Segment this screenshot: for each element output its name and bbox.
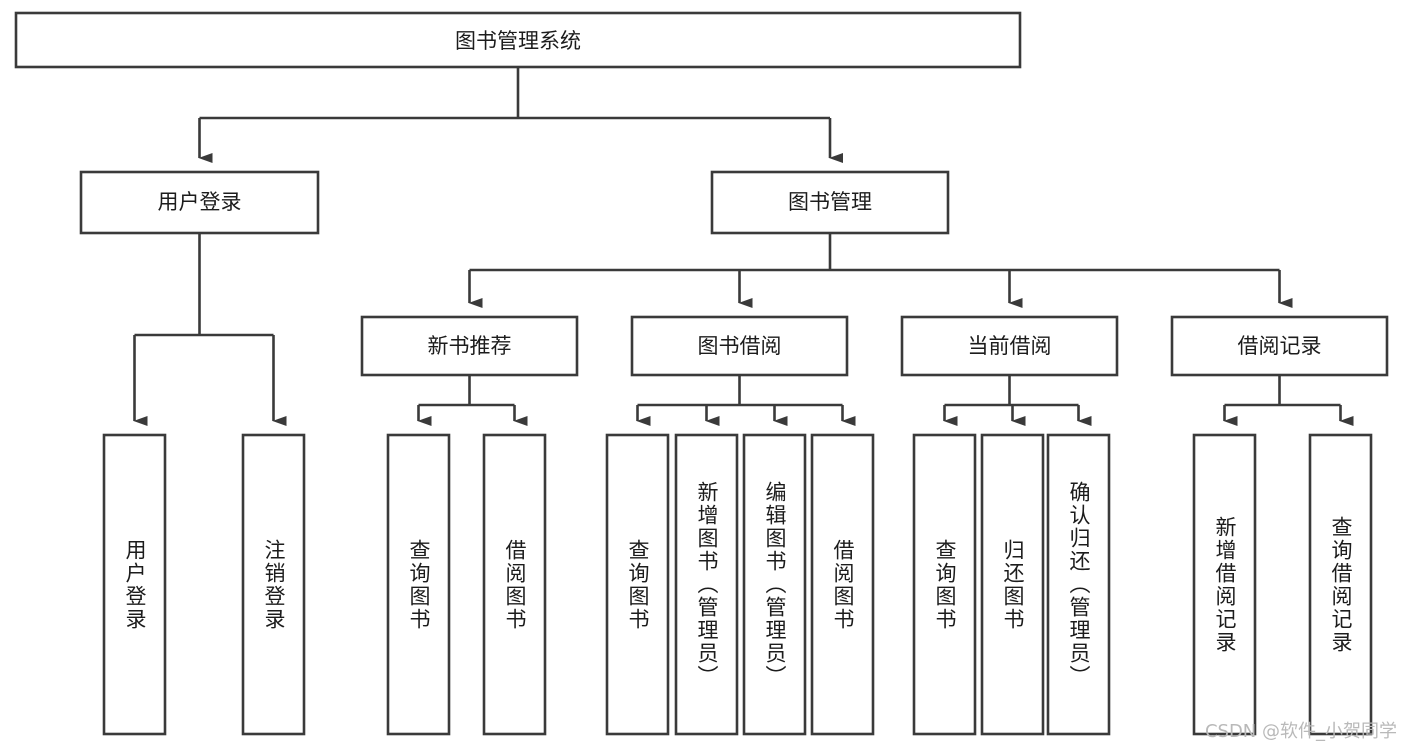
leaf-box-add-book[interactable] (674, 433, 739, 736)
leaf-boxes-layer (102, 433, 1373, 736)
node-root[interactable]: 图书管理系统 (14, 11, 1022, 69)
node-new-book-rec[interactable]: 新书推荐 (360, 315, 579, 377)
book-manage-label: 图书管理 (788, 190, 872, 214)
leaf-box-user-login[interactable] (102, 433, 167, 736)
current-borrow-label: 当前借阅 (968, 334, 1052, 358)
borrow-record-box[interactable] (1170, 315, 1389, 377)
user-login-label: 用户登录 (158, 190, 242, 214)
leaf-box-confirm-return[interactable] (1046, 433, 1111, 736)
node-book-borrow[interactable]: 图书借阅 (630, 315, 849, 377)
leaf-box-borrow-book-1[interactable] (482, 433, 547, 736)
leaf-box-edit-book[interactable] (742, 433, 807, 736)
leaf-box-query-record[interactable] (1308, 433, 1373, 736)
leaf-box-logout[interactable] (241, 433, 306, 736)
book-borrow-label: 图书借阅 (698, 334, 782, 358)
node-user-login[interactable]: 用户登录 (79, 170, 320, 235)
leaf-box-add-record[interactable] (1192, 433, 1257, 736)
new-book-rec-label: 新书推荐 (428, 334, 512, 358)
node-book-manage[interactable]: 图书管理 (710, 170, 950, 235)
connector-layer (133, 67, 1354, 426)
node-current-borrow[interactable]: 当前借阅 (900, 315, 1119, 377)
root-box[interactable] (14, 11, 1022, 69)
borrow-record-label: 借阅记录 (1238, 334, 1322, 358)
book-borrow-box[interactable] (630, 315, 849, 377)
leaf-box-return-book[interactable] (980, 433, 1045, 736)
new-book-rec-box[interactable] (360, 315, 579, 377)
root-label: 图书管理系统 (455, 29, 581, 53)
leaf-box-query-book-1[interactable] (386, 433, 451, 736)
leaf-box-query-book-2[interactable] (605, 433, 670, 736)
leaf-box-borrow-book-2[interactable] (810, 433, 875, 736)
user-login-box[interactable] (79, 170, 320, 235)
leaf-box-query-book-3[interactable] (912, 433, 977, 736)
watermark-text: CSDN @软件_小贺同学 (1204, 721, 1397, 742)
node-borrow-record[interactable]: 借阅记录 (1170, 315, 1389, 377)
current-borrow-box[interactable] (900, 315, 1119, 377)
book-manage-box[interactable] (710, 170, 950, 235)
